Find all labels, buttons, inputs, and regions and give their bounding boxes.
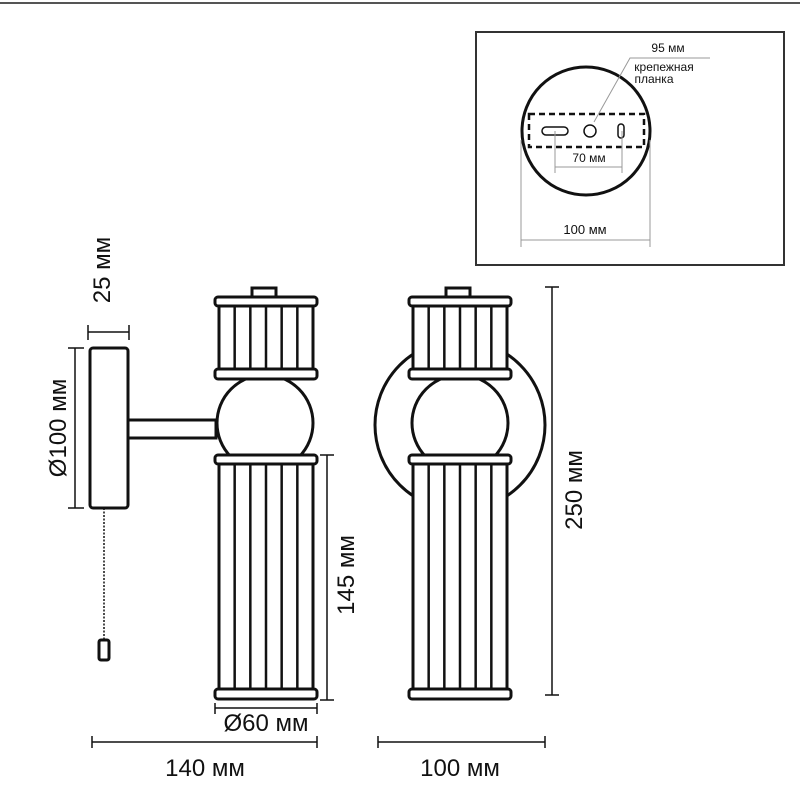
plate-label-1: крепежная	[634, 60, 693, 74]
bottom-shade-band	[213, 687, 319, 701]
base-diameter-dim	[520, 140, 651, 247]
plate-label-2: планка	[635, 72, 674, 86]
projection-dim	[91, 736, 318, 748]
mounting-inset: 70 мм 95 мм крепежная планка 100 мм	[475, 31, 785, 266]
hole-spacing-label: 70 мм	[572, 151, 605, 165]
mounting-plate	[527, 112, 646, 149]
plate-leader	[593, 57, 710, 123]
bottom-shade-band	[213, 453, 319, 466]
top-shade-band	[213, 295, 319, 308]
pull-cord-pendant	[97, 638, 111, 662]
side-view: 25 мм Ø100 мм 145 мм Ø60 мм 140 мм	[45, 237, 360, 782]
height-label: 250 мм	[561, 450, 588, 530]
shade-diameter-label: Ø60 мм	[223, 710, 308, 737]
depth-dim	[87, 325, 130, 340]
inset-frame	[475, 31, 785, 266]
plate-length-label: 95 мм	[651, 41, 684, 55]
wall-plate	[88, 346, 130, 510]
shade-length-dim	[320, 454, 334, 701]
center-hole	[583, 124, 597, 138]
bottom-shade-band	[407, 453, 513, 466]
base-diameter-label: Ø100 мм	[45, 379, 72, 477]
top-shade-band	[407, 367, 513, 381]
width-dim	[377, 736, 546, 748]
arm	[126, 418, 218, 440]
base-diameter-label: 100 мм	[563, 222, 606, 237]
hole-spacing-dim	[554, 131, 623, 173]
top-shade-band	[213, 367, 319, 381]
base-diameter-dim	[68, 347, 84, 509]
shade-length-label: 145 мм	[333, 535, 360, 615]
top-shade-band	[407, 295, 513, 308]
projection-label: 140 мм	[165, 755, 245, 782]
width-label: 100 мм	[420, 755, 500, 782]
front-view: 250 мм 100 мм	[373, 286, 588, 782]
bottom-shade-band	[407, 687, 513, 701]
oval-hole	[617, 123, 625, 139]
base-circle	[520, 65, 652, 197]
height-dim	[545, 286, 559, 696]
shades	[407, 286, 513, 701]
depth-label: 25 мм	[89, 237, 116, 303]
shades	[213, 286, 319, 701]
shade-diameter-dim	[214, 703, 318, 714]
